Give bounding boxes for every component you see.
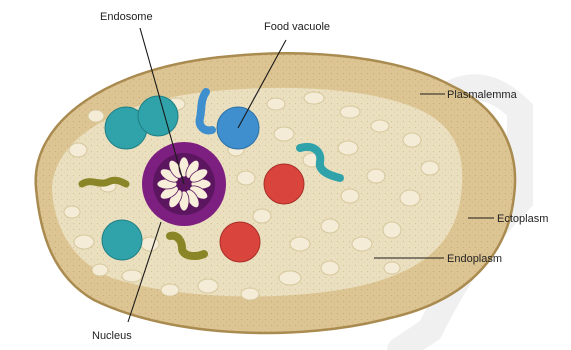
ectoplasm-label: Ectoplasm: [497, 213, 548, 225]
vacuole: [279, 271, 301, 285]
vacuole: [403, 133, 421, 147]
vacuole: [384, 262, 400, 274]
olive-worm: [82, 180, 126, 184]
vacuole: [352, 237, 372, 251]
teal-food-body: [102, 220, 142, 260]
vacuole: [267, 98, 285, 110]
vacuole: [274, 127, 294, 141]
endoplasm-label: Endoplasm: [447, 253, 502, 265]
vacuole: [64, 206, 80, 218]
vacuole: [241, 288, 259, 300]
vacuole: [338, 141, 358, 155]
vacuole: [371, 120, 389, 132]
vacuole: [400, 190, 420, 206]
nucleus-label: Nucleus: [92, 330, 132, 342]
vacuole: [290, 237, 310, 251]
vacuole: [383, 222, 401, 238]
vacuole: [341, 189, 359, 203]
vacuole: [74, 235, 94, 249]
plasmalemma-label: Plasmalemma: [447, 89, 518, 101]
vacuole: [122, 270, 142, 282]
vacuole: [253, 209, 271, 223]
vacuole: [69, 143, 87, 157]
vacuole: [141, 237, 159, 251]
vacuole: [92, 264, 108, 276]
vacuole: [321, 261, 339, 275]
vacuole: [161, 284, 179, 296]
vacuole: [237, 171, 255, 185]
red-body: [264, 164, 304, 204]
endosome-label: Endosome: [100, 11, 153, 23]
vacuole: [88, 110, 104, 122]
vacuole: [198, 279, 218, 293]
red-body: [220, 222, 260, 262]
food-vacuole-label: Food vacuole: [264, 21, 330, 33]
vacuole: [367, 169, 385, 183]
vacuole: [321, 219, 339, 233]
vacuole: [421, 161, 439, 175]
teal-food-body: [138, 96, 178, 136]
vacuole: [304, 92, 324, 104]
vacuole: [340, 106, 360, 118]
